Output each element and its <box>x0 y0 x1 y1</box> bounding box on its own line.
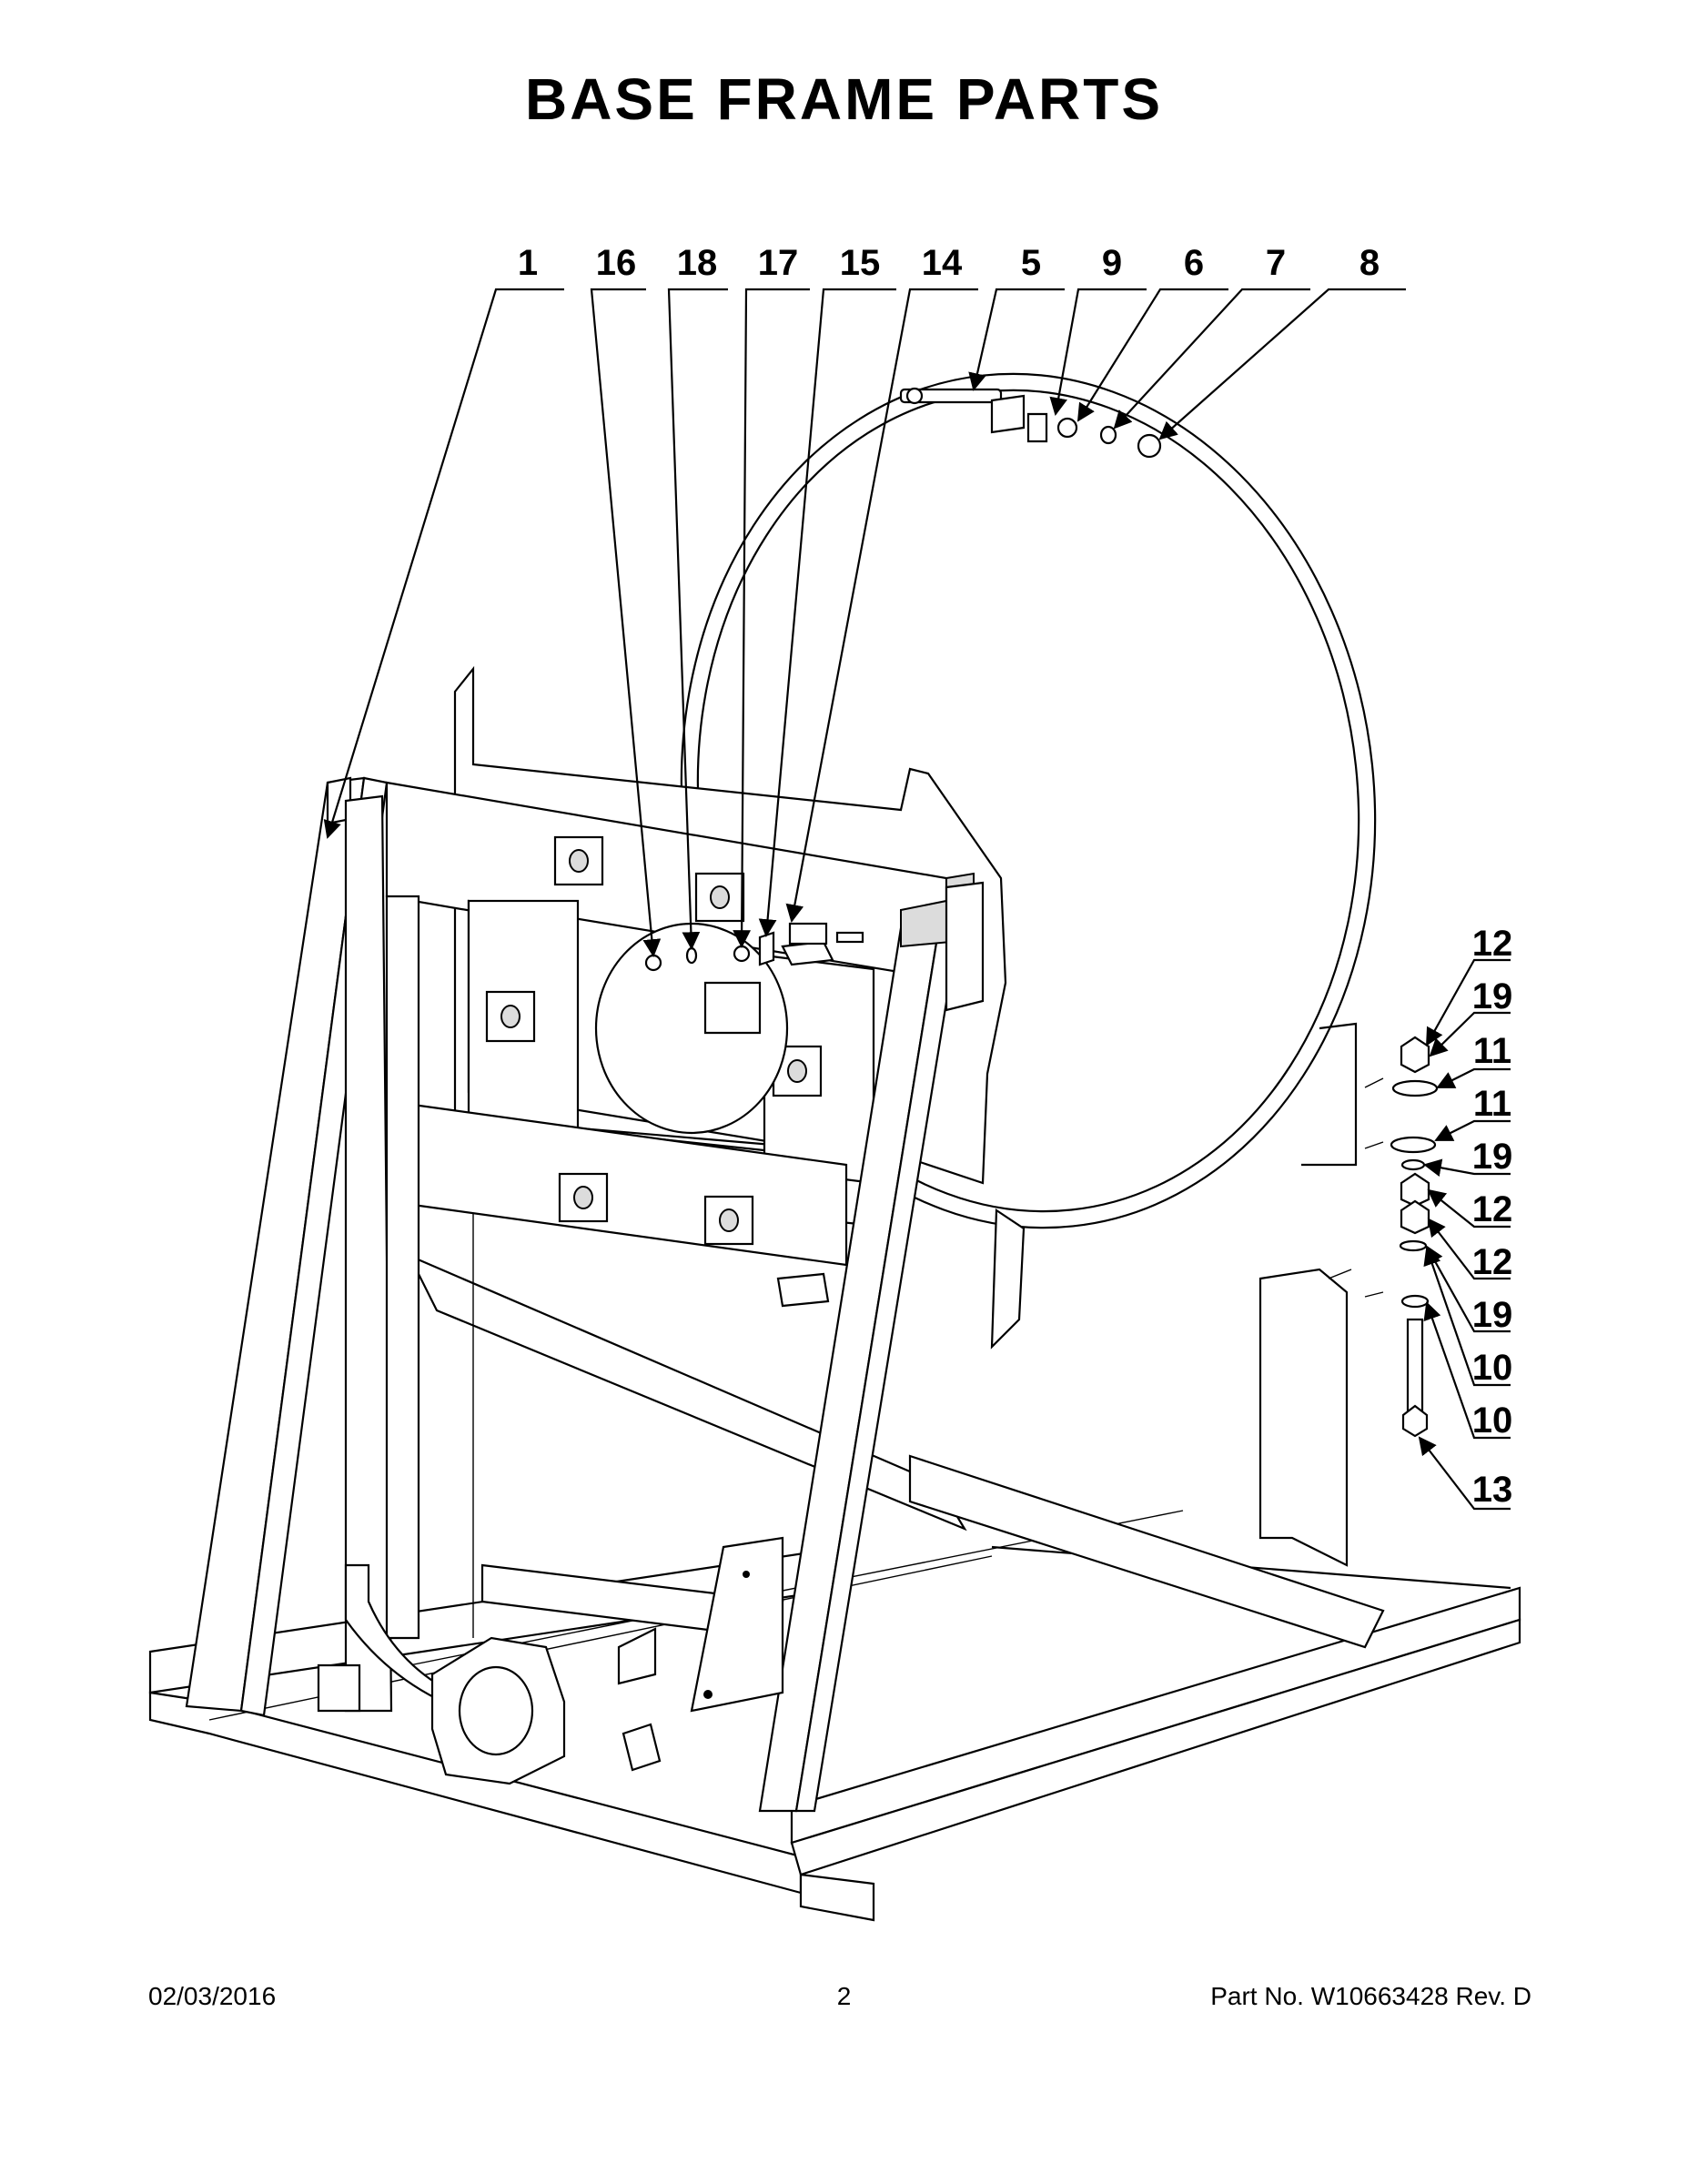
base-rails <box>148 1510 1521 1922</box>
callouts-top: 1 16 18 17 15 14 5 9 6 7 8 <box>518 243 1380 283</box>
front-bracket <box>430 1536 784 1785</box>
rear-upright <box>1258 1268 1349 1567</box>
callout-11-a: 11 <box>1473 1031 1511 1071</box>
left-leg <box>185 776 393 1717</box>
footer-part-number: Part No. W10663428 Rev. D <box>1210 1982 1531 2010</box>
leader-lines-right <box>1418 958 1511 1511</box>
callout-14: 14 <box>922 243 963 283</box>
callout-6: 6 <box>1184 243 1204 283</box>
page-title: BASE FRAME PARTS <box>524 66 1164 132</box>
callout-9: 9 <box>1102 243 1122 283</box>
callout-10-a: 10 <box>1472 1348 1513 1388</box>
callout-19-a: 19 <box>1472 976 1513 1016</box>
callout-17: 17 <box>758 243 799 283</box>
callout-5: 5 <box>1021 243 1041 283</box>
callout-12-c: 12 <box>1472 1242 1513 1282</box>
footer-page-number: 2 <box>836 1982 852 2010</box>
top-hardware <box>899 387 1162 459</box>
callout-12-b: 12 <box>1472 1189 1513 1229</box>
callout-8: 8 <box>1359 243 1380 283</box>
callout-13: 13 <box>1472 1470 1513 1510</box>
callout-11-b: 11 <box>1473 1084 1511 1124</box>
callout-15: 15 <box>840 243 881 283</box>
right-leg <box>758 881 985 1813</box>
footer-date: 02/03/2016 <box>148 1982 277 2010</box>
callout-16: 16 <box>596 243 637 283</box>
lower-beam <box>385 1099 848 1267</box>
leader-lines-top <box>323 288 1406 957</box>
callout-19-c: 19 <box>1472 1295 1513 1335</box>
callout-19-b: 19 <box>1472 1137 1513 1177</box>
left-inner-support <box>317 895 475 1713</box>
callout-12-a: 12 <box>1472 924 1513 964</box>
callouts-right: 12 19 11 11 19 12 12 19 10 10 13 <box>1472 924 1513 1510</box>
callout-1: 1 <box>518 243 538 283</box>
center-plate <box>467 899 912 1185</box>
callout-10-b: 10 <box>1472 1400 1513 1441</box>
callout-7: 7 <box>1266 243 1286 283</box>
foot-hardware <box>1328 1036 1439 1438</box>
hinge-blocks <box>776 940 834 1308</box>
callout-18: 18 <box>677 243 718 283</box>
